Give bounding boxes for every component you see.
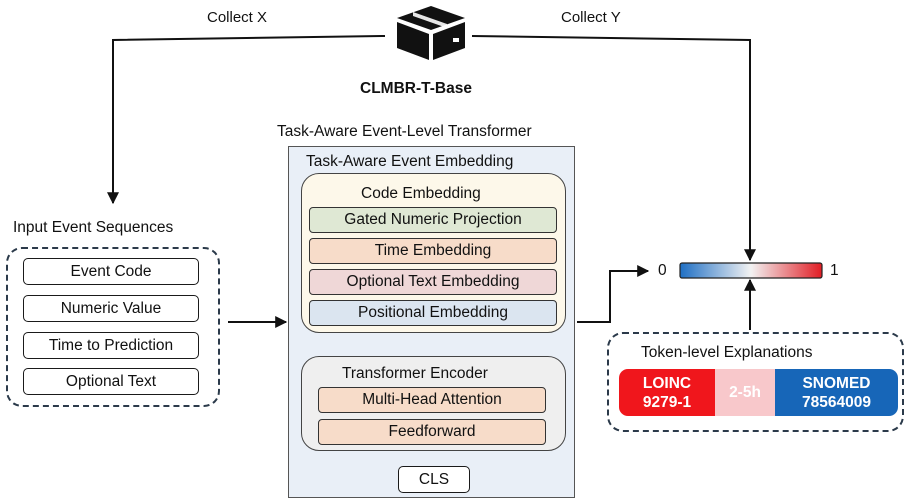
time-to-prediction-item: Time to Prediction <box>23 332 199 359</box>
numeric-value-item: Numeric Value <box>23 295 199 322</box>
feedforward-item: Feedforward <box>318 419 546 445</box>
probability-scale-bar <box>679 262 823 279</box>
token-time: 2-5h <box>715 369 775 416</box>
token-snomed-line2: 78564009 <box>802 393 871 411</box>
code-embedding-title: Code Embedding <box>361 185 481 202</box>
token-snomed: SNOMED 78564009 <box>775 369 898 416</box>
gated-numeric-projection-item: Gated Numeric Projection <box>309 207 557 233</box>
scale-max-label: 1 <box>830 262 839 279</box>
multi-head-attention-item: Multi-Head Attention <box>318 387 546 413</box>
token-loinc: LOINC 9279-1 <box>619 369 715 416</box>
scale-min-label: 0 <box>658 262 667 279</box>
collect-y-arrow <box>471 35 756 262</box>
explanations-title: Token-level Explanations <box>641 344 813 361</box>
collect-x-arrow <box>107 35 386 205</box>
optional-text-embedding-item: Optional Text Embedding <box>309 269 557 295</box>
token-time-line1: 2-5h <box>729 383 761 401</box>
model-name: CLMBR-T-Base <box>360 80 472 97</box>
collect-y-label: Collect Y <box>561 9 621 26</box>
transformer-to-scale-arrow <box>577 265 650 323</box>
embedding-title: Task-Aware Event Embedding <box>306 153 514 170</box>
token-snomed-line1: SNOMED <box>802 374 871 392</box>
event-code-item: Event Code <box>23 258 199 285</box>
cls-token: CLS <box>398 466 470 493</box>
optional-text-item: Optional Text <box>23 368 199 395</box>
input-title: Input Event Sequences <box>13 219 174 236</box>
positional-embedding-item: Positional Embedding <box>309 300 557 326</box>
time-embedding-item: Time Embedding <box>309 238 557 264</box>
token-loinc-line1: LOINC <box>642 374 692 392</box>
explanations-panel <box>607 332 904 432</box>
collect-x-label: Collect X <box>207 9 268 26</box>
transformer-title: Task-Aware Event-Level Transformer <box>277 123 532 140</box>
box-icon <box>397 6 465 60</box>
token-loinc-line2: 9279-1 <box>642 393 692 411</box>
encoder-title: Transformer Encoder <box>342 365 488 382</box>
input-sequences-panel <box>6 247 220 407</box>
